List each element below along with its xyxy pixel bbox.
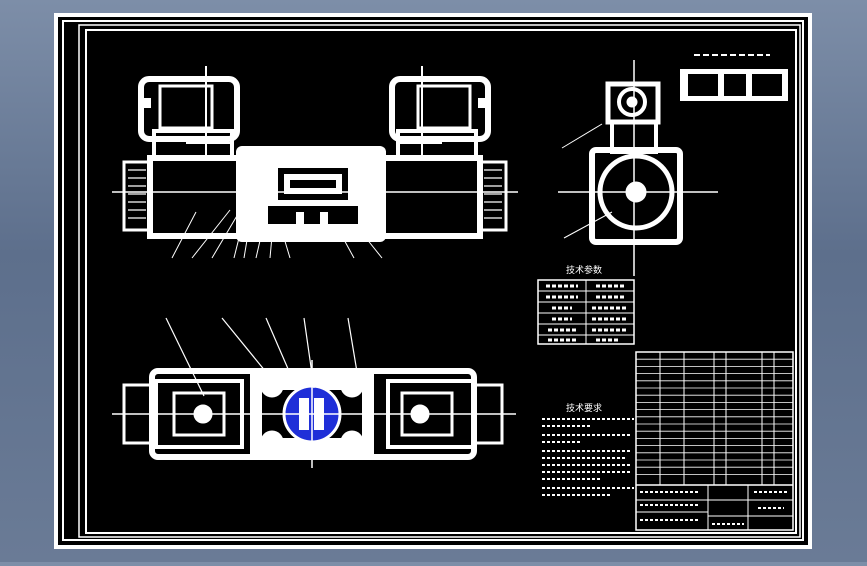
sheet-border-outer xyxy=(62,20,804,541)
front-view xyxy=(112,66,518,259)
top-view xyxy=(112,317,516,468)
tech-params-heading: 技术参数 xyxy=(566,264,602,276)
stamp-graphic xyxy=(680,54,788,101)
drawing-frame xyxy=(85,29,797,534)
right-end-cap xyxy=(478,160,508,232)
left-solenoid-body xyxy=(138,76,240,142)
parts-list xyxy=(635,351,794,531)
tech-params-table: 技术参数 xyxy=(537,264,635,345)
sheet-border-middle xyxy=(78,24,801,538)
left-end-cap xyxy=(122,160,152,232)
parts-list-rows xyxy=(636,358,793,475)
side-view xyxy=(558,60,718,276)
side-view-body xyxy=(589,147,683,245)
tech-requirements-heading: 技术要求 xyxy=(566,402,602,414)
title-block xyxy=(636,484,793,530)
right-solenoid-body xyxy=(389,76,491,142)
tech-requirements: 技术要求 xyxy=(542,402,634,496)
